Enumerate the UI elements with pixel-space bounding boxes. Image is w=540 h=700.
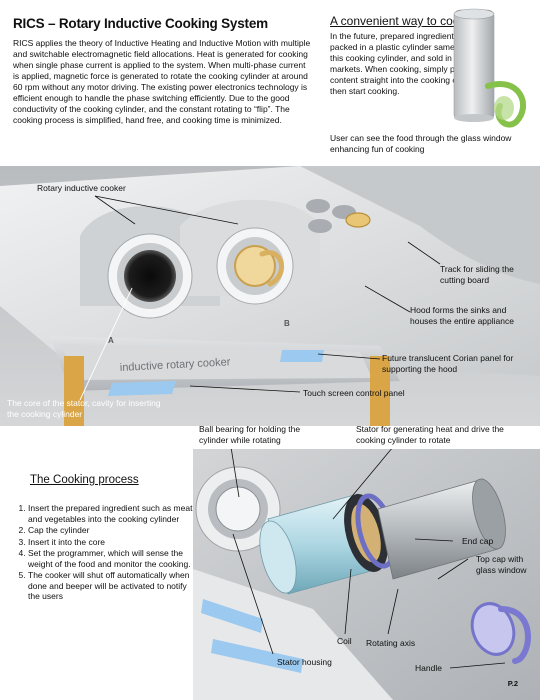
process-title: The Cooking process bbox=[30, 474, 139, 486]
intro-paragraph: RICS applies the theory of Inductive Hea… bbox=[13, 38, 311, 125]
label-stator-generating: Stator for generating heat and drive the… bbox=[356, 424, 504, 445]
label-top-cap: Top cap with glass window bbox=[476, 554, 527, 575]
convenient-text: In the future, prepared ingredients will… bbox=[330, 31, 493, 96]
label-stator-housing: Stator housing bbox=[277, 657, 332, 667]
slot-b-letter: B bbox=[284, 319, 290, 328]
process-step: The cooker will shut off automatically w… bbox=[28, 570, 198, 602]
page-title: RICS – Rotary Inductive Cooking System bbox=[13, 16, 268, 31]
label-hood: Hood forms the sinks and houses the enti… bbox=[410, 305, 514, 326]
process-step: Insert the prepared ingredient such as m… bbox=[28, 503, 198, 524]
label-corian: Future translucent Corian panel for supp… bbox=[382, 353, 514, 374]
label-rotary-cooker: Rotary inductive cooker bbox=[37, 183, 126, 193]
page-number: P.2 bbox=[507, 679, 518, 688]
label-end-cap: End cap bbox=[462, 536, 494, 546]
label-ball-bearing: Ball bearing for holding the cylinder wh… bbox=[199, 424, 301, 445]
exploded-illustration bbox=[193, 449, 540, 700]
cylinder-render bbox=[453, 8, 527, 128]
convenient-title: A convenient way to cook bbox=[330, 14, 466, 28]
process-step: Insert it into the core bbox=[28, 537, 198, 548]
slot-a-letter: A bbox=[108, 336, 114, 345]
label-rotating-axis: Rotating axis bbox=[366, 638, 416, 648]
label-stator-core: The core of the stator, cavity for inser… bbox=[7, 398, 161, 419]
process-step: Set the programmer, which will sense the… bbox=[28, 548, 198, 569]
label-touch-panel: Touch screen control panel bbox=[303, 388, 405, 398]
glass-window-note: User can see the food through the glass … bbox=[330, 133, 512, 154]
panel-brand-text: inductive rotary cooker bbox=[120, 356, 231, 374]
label-handle: Handle bbox=[415, 663, 442, 673]
process-steps: Insert the prepared ingredient such as m… bbox=[14, 503, 198, 603]
label-coil: Coil bbox=[337, 636, 352, 646]
cooker-illustration: inductive rotary cooker A B bbox=[0, 166, 540, 426]
process-step: Cap the cylinder bbox=[28, 525, 198, 536]
label-track: Track for sliding the cutting board bbox=[440, 264, 514, 285]
